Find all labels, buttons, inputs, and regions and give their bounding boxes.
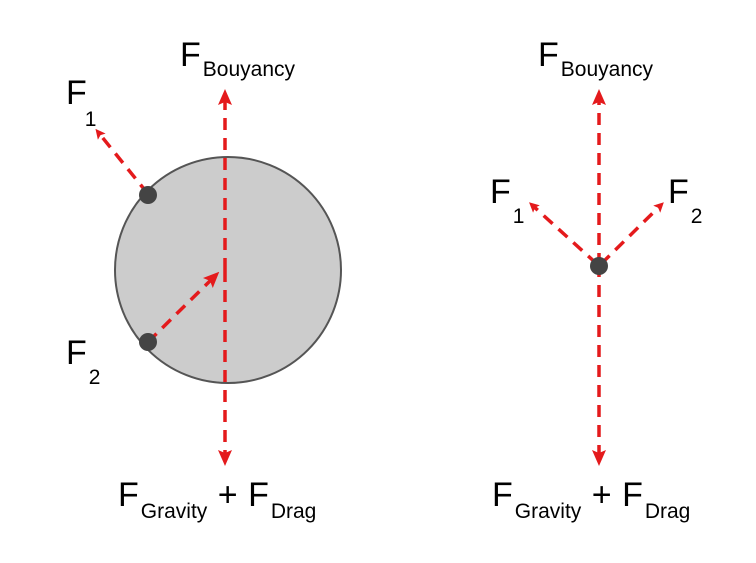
right-f2-label: F2 <box>668 173 702 227</box>
right-f1-label: F1 <box>490 173 524 227</box>
left-buoyancy-label: FBouyancy <box>180 36 295 80</box>
force-symbol: F <box>66 334 87 372</box>
f1-arrow <box>529 202 599 266</box>
left-gravity-drag-label: FGravity + FDrag <box>118 476 316 522</box>
force-symbol: F <box>248 476 269 514</box>
left-f2-label: F2 <box>66 334 100 388</box>
force-subscript: Bouyancy <box>202 58 296 81</box>
right-diagram <box>529 89 664 466</box>
right-buoyancy-label: FBouyancy <box>538 36 653 80</box>
force-subscript: Bouyancy <box>560 58 654 81</box>
plus-sign: + <box>217 476 238 514</box>
center-point <box>590 257 608 275</box>
force-subscript: 2 <box>88 366 101 389</box>
f1-arrow <box>95 128 150 196</box>
plus-sign: + <box>591 476 612 514</box>
left-f1-label: F1 <box>66 74 98 130</box>
force-subscript: Gravity <box>140 500 208 523</box>
f2-application-point <box>139 333 157 351</box>
f2-arrow <box>599 202 664 266</box>
force-subscript: 2 <box>690 205 703 228</box>
force-subscript: Drag <box>644 500 691 523</box>
force-symbol: F <box>66 74 87 112</box>
force-subscript: Drag <box>270 500 317 523</box>
force-symbol: F <box>538 36 559 74</box>
force-subscript: Gravity <box>514 500 582 523</box>
force-symbol: F <box>490 173 511 211</box>
f2-arrow <box>146 271 220 344</box>
force-symbol: F <box>492 476 513 514</box>
force-subscript: 1 <box>84 108 97 131</box>
left-diagram <box>95 89 342 466</box>
force-symbol: F <box>118 476 139 514</box>
force-symbol: F <box>622 476 643 514</box>
force-symbol: F <box>180 36 201 74</box>
f1-application-point <box>139 186 157 204</box>
force-subscript: 1 <box>512 205 525 228</box>
body-circle <box>114 156 342 384</box>
force-symbol: F <box>668 173 689 211</box>
right-gravity-drag-label: FGravity + FDrag <box>492 476 690 522</box>
